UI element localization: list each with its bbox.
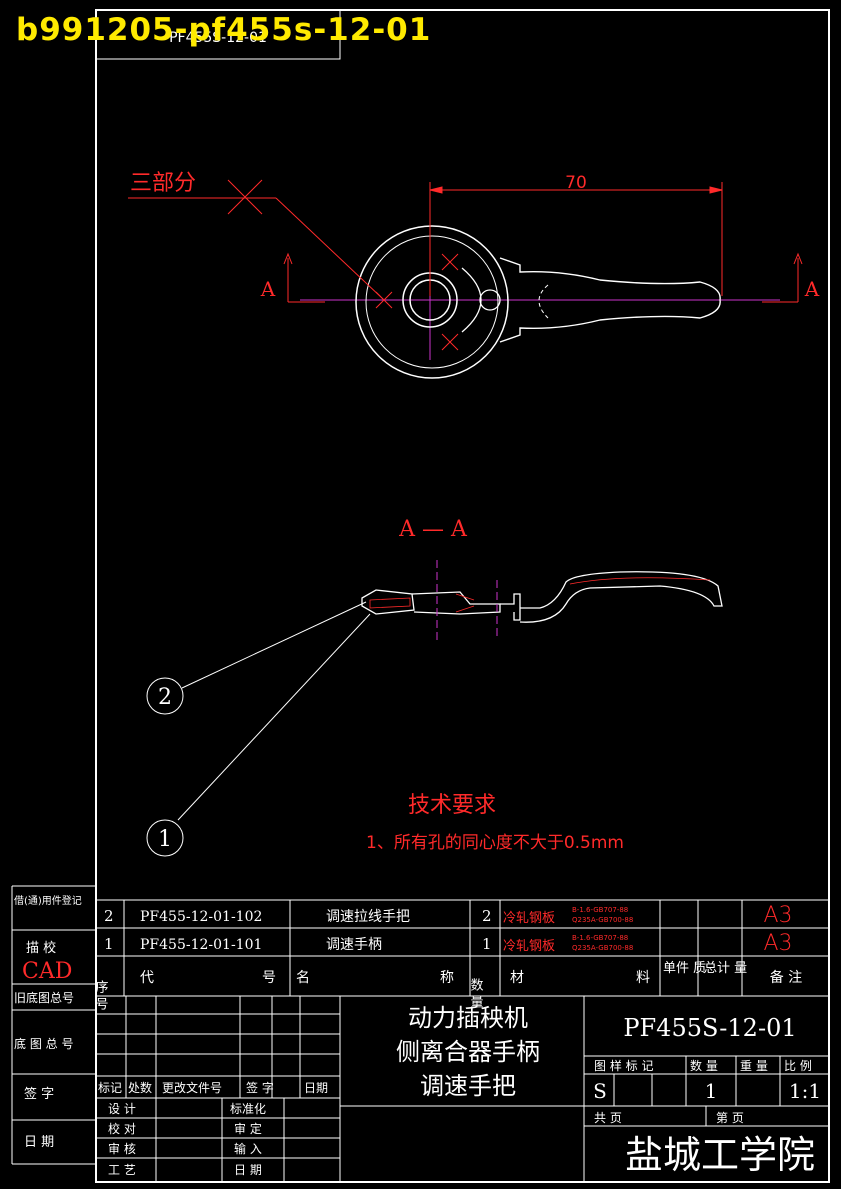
bom-head-seq: 序 号 <box>93 980 109 1011</box>
signoff-right-0: 标准化 <box>230 1102 266 1116</box>
bom-row2-material: 冷轧钢板 <box>503 939 555 954</box>
strip-label-2: 旧底图总号 <box>14 990 74 1005</box>
col-head-scale: 比 例 <box>784 1059 812 1073</box>
bom-row1-code: PF455-12-01-102 <box>140 909 262 925</box>
section-markers <box>283 252 803 303</box>
rev-head-1: 处数 <box>128 1080 152 1095</box>
bom-row2-code: PF455-12-01-101 <box>140 937 262 953</box>
rev-head-2: 更改文件号 <box>162 1080 222 1095</box>
overlay-title: b991205-pf455s-12-01 <box>16 12 432 48</box>
bom-head-name-b: 称 <box>440 970 454 986</box>
rev-head-4: 日期 <box>304 1081 328 1095</box>
signoff-right-2: 输 入 <box>234 1141 262 1156</box>
bom-head-name-a: 名 <box>296 970 310 986</box>
strip-label-1: 描 校 <box>26 940 56 956</box>
bom-row1-std1: B-1.6-GB707-88 <box>572 906 628 914</box>
bom-head-mat-b: 料 <box>636 970 650 986</box>
bom-row1-qty: 2 <box>482 907 492 925</box>
product-line-2: 侧离合器手柄 <box>396 1038 540 1066</box>
top-code-box <box>95 9 341 60</box>
bom-row1-name: 调速拉线手把 <box>326 909 410 925</box>
scale-value: 1:1 <box>789 1079 821 1103</box>
left-strip <box>11 885 96 1165</box>
mark-value: S <box>593 1079 607 1103</box>
bom-head-note: 备 注 <box>770 969 802 986</box>
part-label: 三部分 <box>130 171 196 196</box>
signoff-left-3: 工 艺 <box>108 1163 136 1177</box>
quantity-value: 1 <box>705 1079 718 1103</box>
signoff-left-2: 审 核 <box>108 1141 136 1156</box>
part-leader <box>128 179 385 301</box>
dimension-label: 70 <box>565 173 587 193</box>
bom-row2-qty: 1 <box>482 935 492 953</box>
bom-row1-material: 冷轧钢板 <box>503 911 555 926</box>
bom-head-code-b: 号 <box>262 970 276 986</box>
bom-row2-note: A3 <box>763 931 792 956</box>
top-code-text: PF455S-12-01 <box>169 30 267 46</box>
signoff-left-1: 校 对 <box>108 1121 136 1136</box>
balloon-2: 2 <box>158 685 172 710</box>
dimension-70 <box>429 182 723 296</box>
section-mark-left: A <box>260 277 276 301</box>
balloon-1: 1 <box>158 827 172 852</box>
bom-head-mat-a: 材 <box>510 970 524 986</box>
bom-head-code-a: 代 <box>140 970 154 986</box>
section-mark-right: A <box>804 277 820 301</box>
col-head-weight: 重 量 <box>740 1059 768 1073</box>
balloon-leaders <box>146 601 371 857</box>
bom-head-total-mass: 总计 量 <box>704 961 747 976</box>
section-view <box>361 560 723 640</box>
bom-row2-std2: Q235A-GB700-88 <box>572 944 633 952</box>
total-pages: 共 页 <box>594 1111 622 1125</box>
strip-cad: CAD <box>22 959 72 984</box>
bom-row1-seq: 2 <box>104 907 114 925</box>
bom-row2-name: 调速手柄 <box>326 937 382 953</box>
strip-label-3: 底 图 总 号 <box>14 1036 73 1051</box>
tech-title: 技术要求 <box>408 793 496 818</box>
drawing-frame <box>95 9 830 1183</box>
bom-row2-seq: 1 <box>104 935 114 953</box>
strip-label-5: 日 期 <box>24 1135 54 1150</box>
page-number: 第 页 <box>716 1111 744 1125</box>
company-name: 盐城工学院 <box>625 1133 815 1177</box>
signoff-right-3: 日 期 <box>234 1163 262 1177</box>
drawing-number: PF455S-12-01 <box>623 1014 796 1042</box>
strip-label-4: 签 字 <box>24 1086 54 1102</box>
col-head-mark: 图 样 标 记 <box>594 1058 653 1073</box>
col-head-qty: 数 量 <box>690 1058 718 1073</box>
product-line-1: 动力插秧机 <box>408 1004 528 1032</box>
rev-head-3: 签 字 <box>246 1080 274 1095</box>
bom-row1-std2: Q235A-GB700-88 <box>572 916 633 924</box>
bom-head-unit-mass: 单件 质 <box>663 961 706 976</box>
product-line-3: 调速手把 <box>420 1072 516 1100</box>
bom-row2-std1: B-1.6-GB707-88 <box>572 934 628 942</box>
bom-row1-note: A3 <box>763 903 792 928</box>
strip-label-0: 借(通)用件登记 <box>14 894 82 907</box>
signoff-right-1: 审 定 <box>234 1121 262 1136</box>
rev-head-0: 标记 <box>98 1081 122 1095</box>
bom-grid <box>96 899 829 997</box>
section-title: A — A <box>398 517 468 542</box>
tech-note: 1、所有孔的同心度不大于0.5mm <box>366 833 624 853</box>
signoff-left-0: 设 计 <box>108 1102 136 1116</box>
title-block-grid <box>96 996 829 1182</box>
bom-head-qty: 数 量 <box>468 978 484 1009</box>
